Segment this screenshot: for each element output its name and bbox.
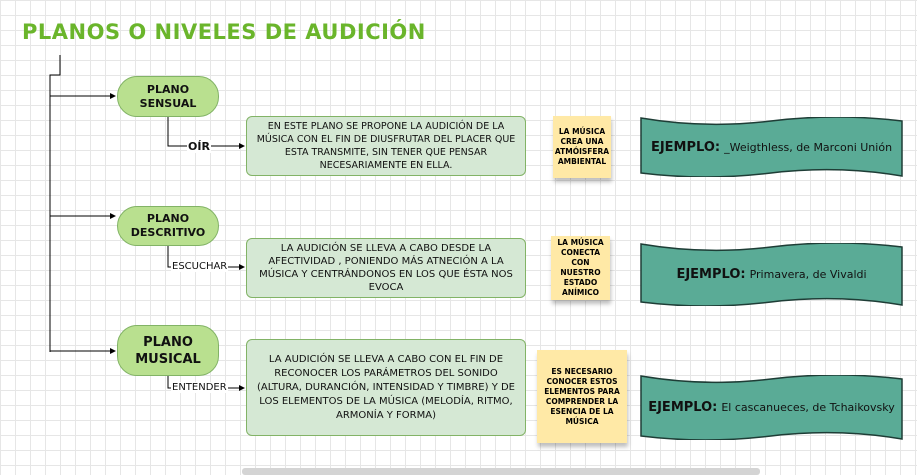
banner-shape <box>640 375 903 440</box>
sticky-note-musical[interactable]: ES NECESARIO CONOCER ESTOS ELEMENTOS PAR… <box>537 350 627 443</box>
example-label: EJEMPLO: <box>676 267 746 282</box>
sticky-note-descriptivo[interactable]: LA MÚSICA CONECTA CON NUESTRO ESTADO ANÍ… <box>551 236 610 300</box>
verb-label-escuchar: ESCUCHAR <box>171 261 229 272</box>
example-text: _Weigthless, de Marconi Unión <box>724 140 893 154</box>
verb-label-entender: ENTENDER <box>171 382 228 393</box>
example-banner-sensual[interactable]: EJEMPLO:_Weigthless, de Marconi Unión <box>640 117 903 177</box>
plane-node-descriptivo[interactable]: PLANO DESCRITIVO <box>117 206 219 246</box>
sticky-note-sensual[interactable]: LA MÚSICA CREA UNA ATMÓISFERA AMBIENTAL <box>553 116 611 178</box>
description-box-sensual[interactable]: EN ESTE PLANO SE PROPONE LA AUDICIÓN DE … <box>246 116 526 176</box>
example-label: EJEMPLO: <box>648 400 718 415</box>
page-title: PLANOS O NIVELES DE AUDICIÓN <box>22 20 426 44</box>
description-box-descriptivo[interactable]: LA AUDICIÓN SE LLEVA A CABO DESDE LA AFE… <box>246 238 526 298</box>
plane-node-musical[interactable]: PLANO MUSICAL <box>117 325 219 376</box>
banner-shape <box>640 117 903 177</box>
example-text: Primavera, de Vivaldi <box>749 268 867 281</box>
example-banner-descriptivo[interactable]: EJEMPLO:Primavera, de Vivaldi <box>640 243 903 306</box>
verb-label-oir: OÍR <box>187 140 211 153</box>
description-box-musical[interactable]: LA AUDICIÓN SE LLEVA A CABO CON EL FIN D… <box>246 339 526 436</box>
banner-shape <box>640 243 903 306</box>
plane-node-sensual[interactable]: PLANO SENSUAL <box>117 76 219 117</box>
horizontal-scrollbar[interactable] <box>242 468 760 475</box>
example-label: EJEMPLO: <box>650 139 721 155</box>
example-text: El cascanueces, de Tchaikovsky <box>721 401 895 414</box>
example-banner-musical[interactable]: EJEMPLO:El cascanueces, de Tchaikovsky <box>640 375 903 440</box>
